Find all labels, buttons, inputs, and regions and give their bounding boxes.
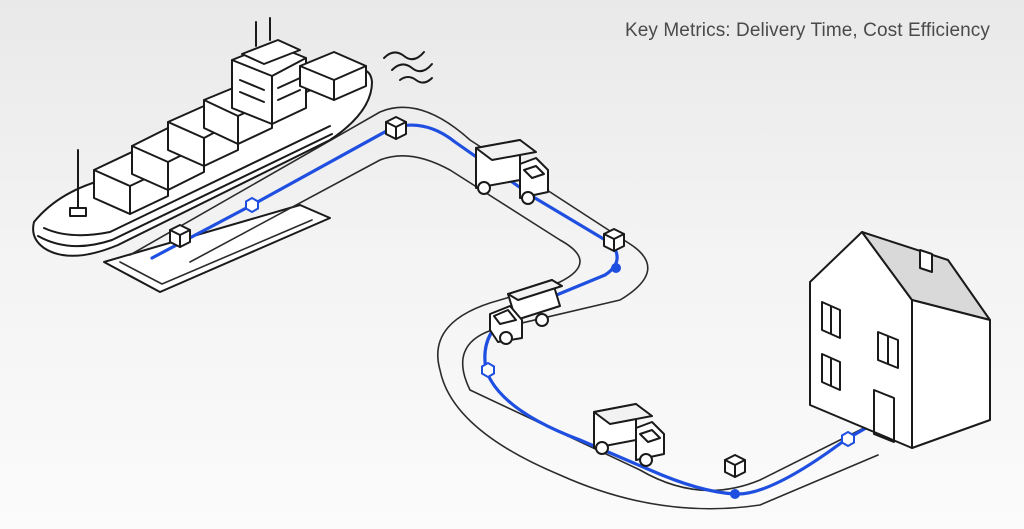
pier [103, 204, 331, 293]
house-icon [809, 231, 991, 449]
package-box-icon [603, 228, 625, 252]
package-box-icon [169, 224, 191, 248]
route-dot-icon [611, 263, 621, 273]
delivery-truck-icon [489, 279, 563, 345]
hexagon-waypoint-icon [841, 430, 855, 448]
key-metrics-caption: Key Metrics: Delivery Time, Cost Efficie… [624, 20, 990, 41]
delivery-truck-icon [593, 403, 665, 467]
waypoints [245, 196, 855, 499]
package-box-icon [385, 116, 407, 140]
hexagon-waypoint-icon [245, 196, 259, 214]
wave-lines-icon [383, 51, 433, 84]
delivery-truck-icon [475, 139, 549, 205]
cargo-ship-icon [32, 17, 373, 257]
package-box-icon [724, 454, 746, 478]
route-dot-icon [730, 489, 740, 499]
hexagon-waypoint-icon [481, 361, 495, 379]
